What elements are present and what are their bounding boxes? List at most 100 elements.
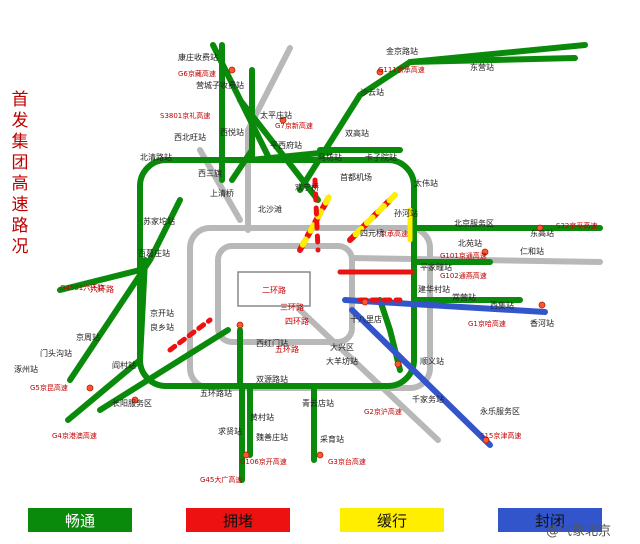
g4501-west (57, 267, 143, 293)
label-s32: S32京平高速 (556, 221, 597, 230)
label-xisanqi: 西三旗 (198, 168, 222, 178)
north-cross-link (247, 149, 333, 163)
label-siyuan: 四元桥 (360, 228, 384, 238)
legend-congested: 拥堵 (186, 508, 290, 532)
jingcheng-branch (407, 55, 578, 65)
label-shayun: 沙云站 (360, 87, 384, 97)
label-pingjiatuan: 平家疃站 (420, 262, 452, 272)
ring-5-label: 五环路 (275, 344, 299, 354)
label-changyang: 长阳服务区 (112, 398, 152, 408)
watermark: @气象北京 (546, 524, 612, 539)
label-beijing-service: 北京服务区 (454, 218, 494, 228)
label-g102: G102通燕高速 (440, 271, 487, 280)
label-jingkai: 京开站 (150, 308, 174, 318)
label-g6: G6京藏高速 (178, 69, 216, 78)
g2-closed (349, 307, 493, 448)
map-title: 首发集团高速路况 (11, 90, 29, 257)
legend-slow: 缓行 (340, 508, 444, 532)
congestion-southwest (167, 317, 213, 353)
label-jinjing: 金京路站 (386, 46, 418, 56)
label-huangcun: 黄村站 (250, 412, 274, 422)
label-sujiatuo: 苏家坨站 (143, 216, 175, 226)
ring-3-label: 三环路 (280, 302, 304, 312)
label-g45: G45大广高速 (200, 475, 242, 484)
label-xihongmen: 西红门站 (256, 338, 288, 348)
label-taipingzhuang: 太平庄站 (260, 110, 292, 120)
label-qingyundian: 青云店站 (302, 398, 334, 408)
label-zhuozhou: 涿州站 (14, 364, 38, 374)
label-kaziyuan: 卡子院站 (365, 152, 397, 162)
label-donggao: 东高站 (530, 228, 554, 238)
label-baigezhuang: 百葛庄站 (138, 248, 170, 258)
label-g2: G2京沪高速 (364, 407, 402, 416)
ring-2-label: 二环路 (262, 285, 286, 295)
g5-jingkun (67, 197, 183, 383)
ring-2-road (215, 243, 355, 345)
label-wuhuan-station: 五环路站 (200, 388, 232, 398)
label-g106: G106京开高速 (240, 457, 287, 466)
label-taiwei: 太伟站 (414, 178, 438, 188)
label-g1: G1京哈高速 (468, 319, 506, 328)
label-changying: 常营站 (452, 292, 476, 302)
label-s3801: S3801京礼高速 (160, 111, 210, 120)
label-xibeiwang: 西北旺站 (174, 132, 206, 142)
ring-3-road (187, 225, 433, 391)
label-shibalidian: 十八里店 (350, 314, 382, 324)
label-beiqinglu: 北清路站 (140, 152, 172, 162)
label-daxing: 大兴区 (330, 342, 354, 352)
label-liangxiang: 良乡站 (150, 322, 174, 332)
label-sunhe: 孙河站 (394, 208, 418, 218)
label-g111: G111京承高速 (378, 65, 425, 74)
airport-road-gray (245, 45, 293, 233)
label-caiyu: 采育站 (320, 434, 344, 444)
legend-clear: 畅通 (28, 508, 132, 532)
label-g3: G3京台高速 (328, 457, 366, 466)
ring-6-label: 六环路 (90, 284, 114, 294)
label-xianghe: 香河站 (530, 318, 554, 328)
label-kangzhuang: 康庄收费站 (178, 52, 218, 62)
g4-jinggangao (65, 257, 148, 423)
label-yancun: 阎村站 (112, 360, 136, 370)
label-shangqing: 上清桥 (210, 188, 234, 198)
ring-4-label: 四环路 (285, 316, 309, 326)
expressways (57, 42, 603, 483)
label-yingchengzi: 营城子收费站 (196, 80, 244, 90)
label-mafang: 马坊站 (318, 152, 342, 162)
place-labels: 康庄收费站 G6京藏高速 营城子收费站 太平庄站 G7京新高速 S3801京礼高… (14, 46, 597, 484)
label-mentougou: 门头沟站 (40, 348, 72, 358)
congestion-north-radial (312, 177, 321, 253)
g6-branch (229, 147, 255, 183)
label-beiyuan: 北苑站 (458, 238, 482, 248)
label-xiji: 西集站 (490, 300, 514, 310)
g111-link (297, 92, 363, 193)
slow-airport (297, 192, 333, 253)
label-qianjiawu: 千家务站 (412, 394, 444, 404)
label-huanning: 欢宁桥 (295, 182, 319, 192)
southeast-gray-road (297, 307, 441, 443)
label-yongle: 永乐服务区 (480, 406, 520, 416)
southwest-radial (97, 327, 231, 413)
legend-closed: 封闭 (498, 508, 602, 532)
label-pingxifu: 平西府站 (270, 140, 302, 150)
label-jianhuacun: 建华村站 (418, 284, 450, 294)
ring-2-box (237, 271, 311, 307)
label-airport: 首都机场 (340, 172, 372, 182)
label-shunyi: 顺义站 (420, 356, 444, 366)
station-markers (86, 66, 546, 459)
label-jingcheng: 京承高速 (380, 229, 408, 238)
label-dayangfang: 大羊坊站 (326, 356, 358, 366)
label-dongying: 东营站 (470, 62, 494, 72)
label-g5: G5京昆高速 (30, 383, 68, 392)
label-qiuxian: 求贤站 (218, 426, 242, 436)
label-g4501: G4501六环路 (60, 283, 104, 292)
southeast-link (377, 297, 403, 373)
label-g7: G7京新高速 (275, 121, 313, 130)
label-xiyue: 西悦站 (220, 127, 244, 137)
label-weishanzhuang: 魏善庄站 (256, 432, 288, 442)
label-beishatan: 北沙滩 (258, 204, 282, 214)
label-g101: G101京通高速 (440, 251, 487, 260)
label-jingzhou: 京周站 (76, 332, 100, 342)
slow-jingcheng (347, 192, 398, 243)
label-shuanggao: 双高站 (345, 128, 369, 138)
